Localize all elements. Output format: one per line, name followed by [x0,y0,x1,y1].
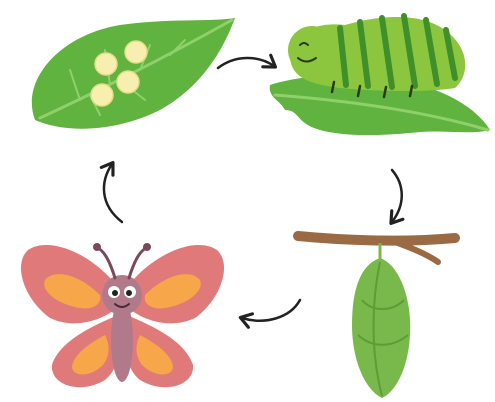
egg [91,84,113,106]
egg [125,41,147,63]
arrow-right-icon [218,58,274,68]
egg [117,71,139,93]
chrysalis-on-branch-icon [298,236,455,398]
caterpillar-on-leaf-icon [270,16,490,135]
arrow-up-icon [104,164,122,222]
branch [298,236,455,241]
egg [95,53,117,75]
caterpillar-head [288,26,336,74]
arrow-down-icon [392,170,402,222]
butterfly-icon [21,243,224,387]
eggs-on-leaf-icon [32,18,235,129]
butterfly-head [102,275,142,315]
chrysalis [352,258,410,398]
arrow-left-icon [242,300,300,321]
